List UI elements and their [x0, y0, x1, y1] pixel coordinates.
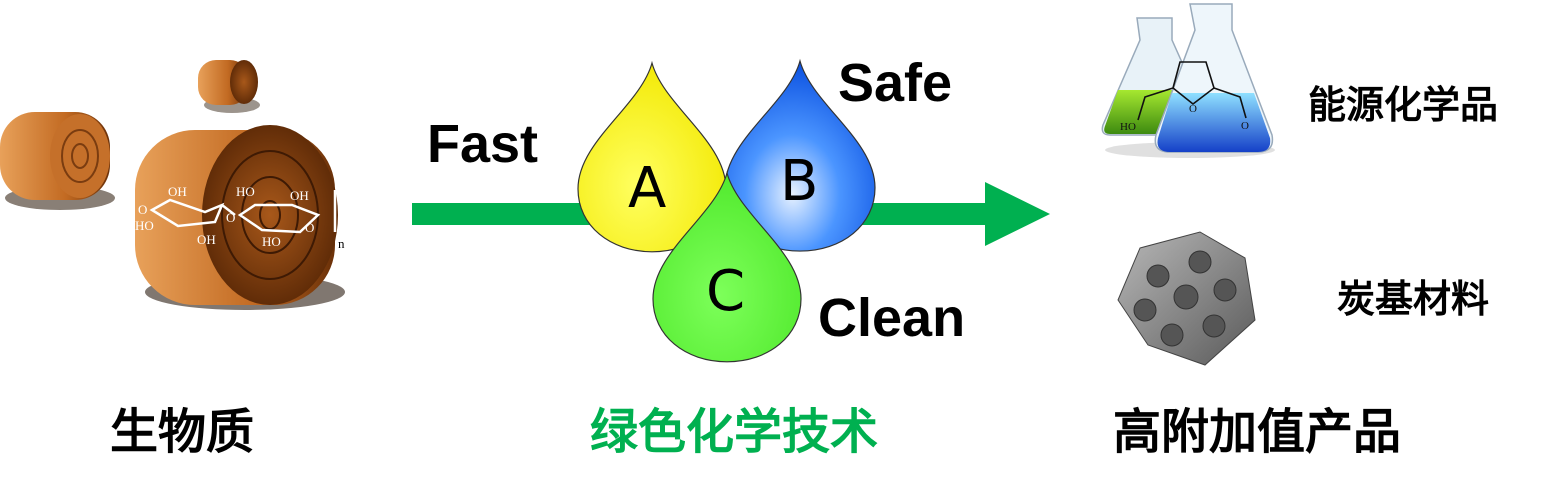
cellulose-labels: OH HO O OH O HO OH HO O n: [135, 184, 345, 251]
honeycomb-carbon-icon: [1117, 231, 1256, 366]
structure-label: O: [226, 210, 235, 225]
high-value-products-label: 高附加值产品: [1113, 404, 1402, 460]
drop-a-letter: A: [628, 156, 666, 221]
hay-bale-large-icon: [135, 125, 345, 310]
structure-label: O: [1189, 103, 1197, 115]
structure-label: HO: [1120, 121, 1136, 133]
safe-label: Safe: [838, 53, 953, 113]
hay-bale-small-icon: [198, 60, 260, 113]
structure-label: OH: [290, 188, 309, 203]
structure-label: O: [305, 220, 314, 235]
structure-label: O: [138, 202, 147, 217]
fast-label: Fast: [427, 114, 539, 174]
energy-chemicals-label: 能源化学品: [1308, 83, 1499, 127]
structure-label: OH: [168, 184, 187, 199]
carbon-materials-label: 炭基材料: [1337, 277, 1490, 321]
structure-label: HO: [236, 184, 255, 199]
drop-b-letter: B: [780, 149, 818, 214]
structure-label: O: [1241, 120, 1249, 132]
biomass-label: 生物质: [110, 404, 255, 460]
structure-label: OH: [197, 232, 216, 247]
structure-label: HO: [262, 234, 281, 249]
structure-label: n: [338, 236, 345, 251]
cellulose-structure: [130, 190, 337, 234]
chemical-flasks-icon: HO O O: [1101, 3, 1275, 158]
hay-bale-left-icon: [0, 112, 115, 210]
drop-c-letter: C: [706, 259, 745, 324]
green-chemistry-label: 绿色化学技术: [590, 404, 879, 460]
structure-label: HO: [135, 218, 154, 233]
clean-label: Clean: [818, 288, 966, 348]
